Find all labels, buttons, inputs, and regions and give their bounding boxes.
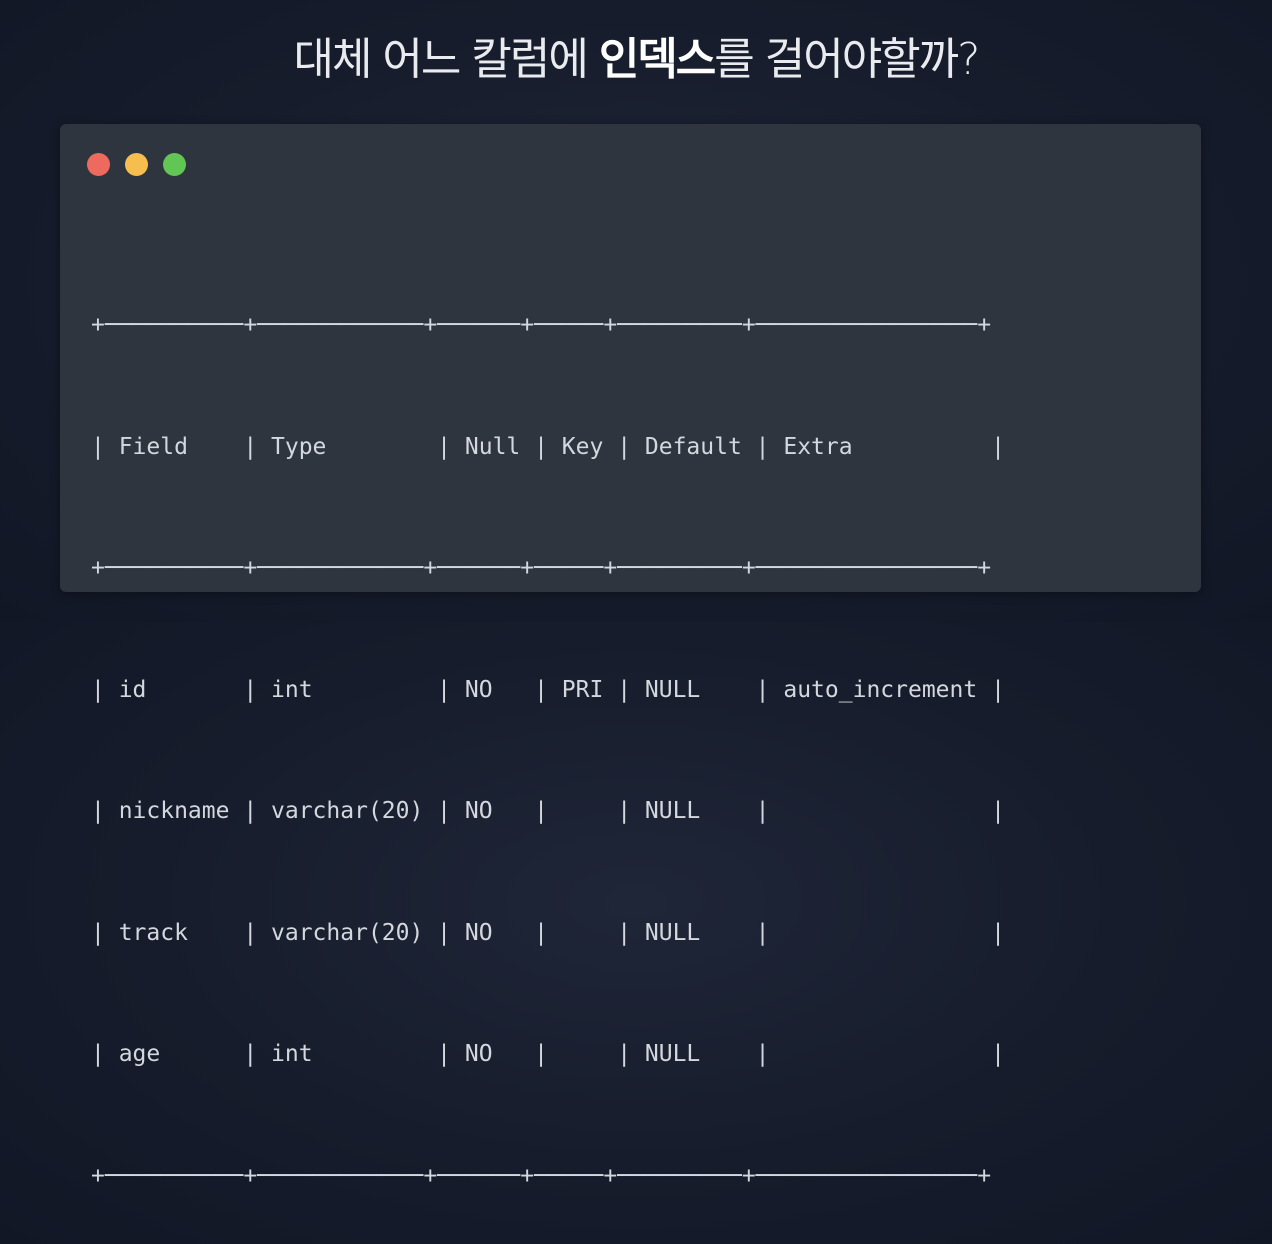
table-border-bottom: +──────────+────────────+──────+─────+──… — [91, 1162, 992, 1189]
terminal-window: +──────────+────────────+──────+─────+──… — [60, 124, 1201, 1189]
table-row-nickname: | nickname | varchar(20) | NO | | NULL |… — [91, 798, 1005, 824]
table-border-top: +──────────+────────────+──────+─────+──… — [91, 312, 992, 338]
minimize-window-icon[interactable] — [125, 153, 148, 176]
maximize-window-icon[interactable] — [163, 153, 186, 176]
table-output: +──────────+────────────+──────+─────+──… — [91, 224, 1005, 1244]
table-row-track: | track | varchar(20) | NO | | NULL | | — [91, 919, 1005, 946]
title-text: 대체 어느 칼럼에 — [293, 34, 599, 85]
table-row-id: | id | int | NO | PRI | NULL | auto_incr… — [91, 676, 1005, 703]
table-border-mid: +──────────+────────────+──────+─────+──… — [91, 555, 992, 581]
title-emphasis: 인덱스 — [598, 34, 716, 85]
page-title: 대체 어느 칼럼에 인덱스를 걸어야할까? — [0, 28, 1272, 92]
title-text-end: 를 걸어야할까? — [714, 34, 980, 85]
table-row-age: | age | int | NO | | NULL | | — [91, 1041, 1005, 1067]
close-window-icon[interactable] — [87, 153, 110, 176]
table-header-row: | Field | Type | Null | Key | Default | … — [91, 433, 1005, 460]
